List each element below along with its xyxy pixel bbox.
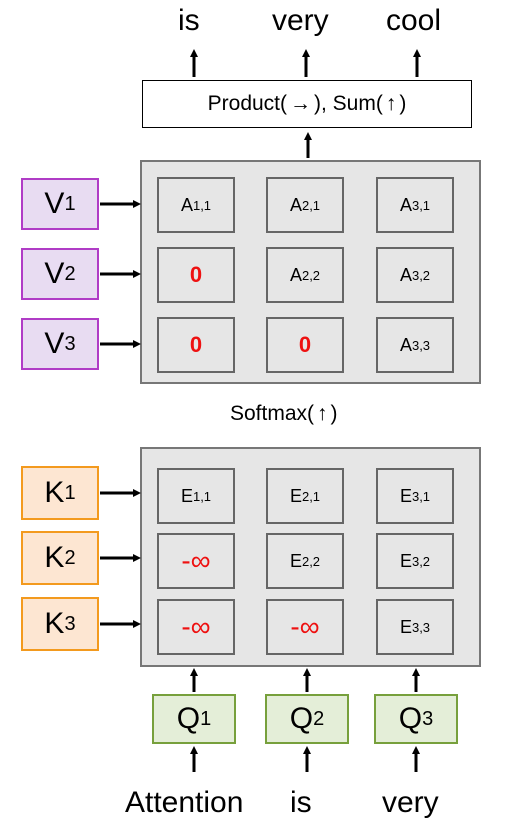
op-text-before: Product( [207,92,288,115]
input-word-2: is [290,786,312,819]
up-arrow-icon: ↑ [317,402,328,425]
softmax-label: Softmax( ↑ ) [230,402,338,425]
input-word-3: very [382,786,439,819]
up-arrow-icon: ↑ [385,92,397,115]
op-text-mid: ), Sum( [314,92,383,115]
energy-cell-2-1-masked: -∞ [157,533,235,589]
attention-cell-2-1-masked: 0 [157,247,235,303]
op-text-after: ) [399,92,407,115]
output-word-2: very [272,4,329,37]
attention-cell-3-2-masked: 0 [266,317,344,373]
right-arrow-icon: → [290,92,312,115]
energy-cell-3-1-masked: -∞ [157,599,235,655]
output-word-3: cool [386,4,442,37]
energy-cell-3-2-masked: -∞ [266,599,344,655]
product-sum-box: Product( → ), Sum( ↑ ) [142,80,472,128]
output-word-1: is [178,4,200,37]
attention-cell-3-1-masked: 0 [157,317,235,373]
input-word-1: Attention [125,786,244,819]
